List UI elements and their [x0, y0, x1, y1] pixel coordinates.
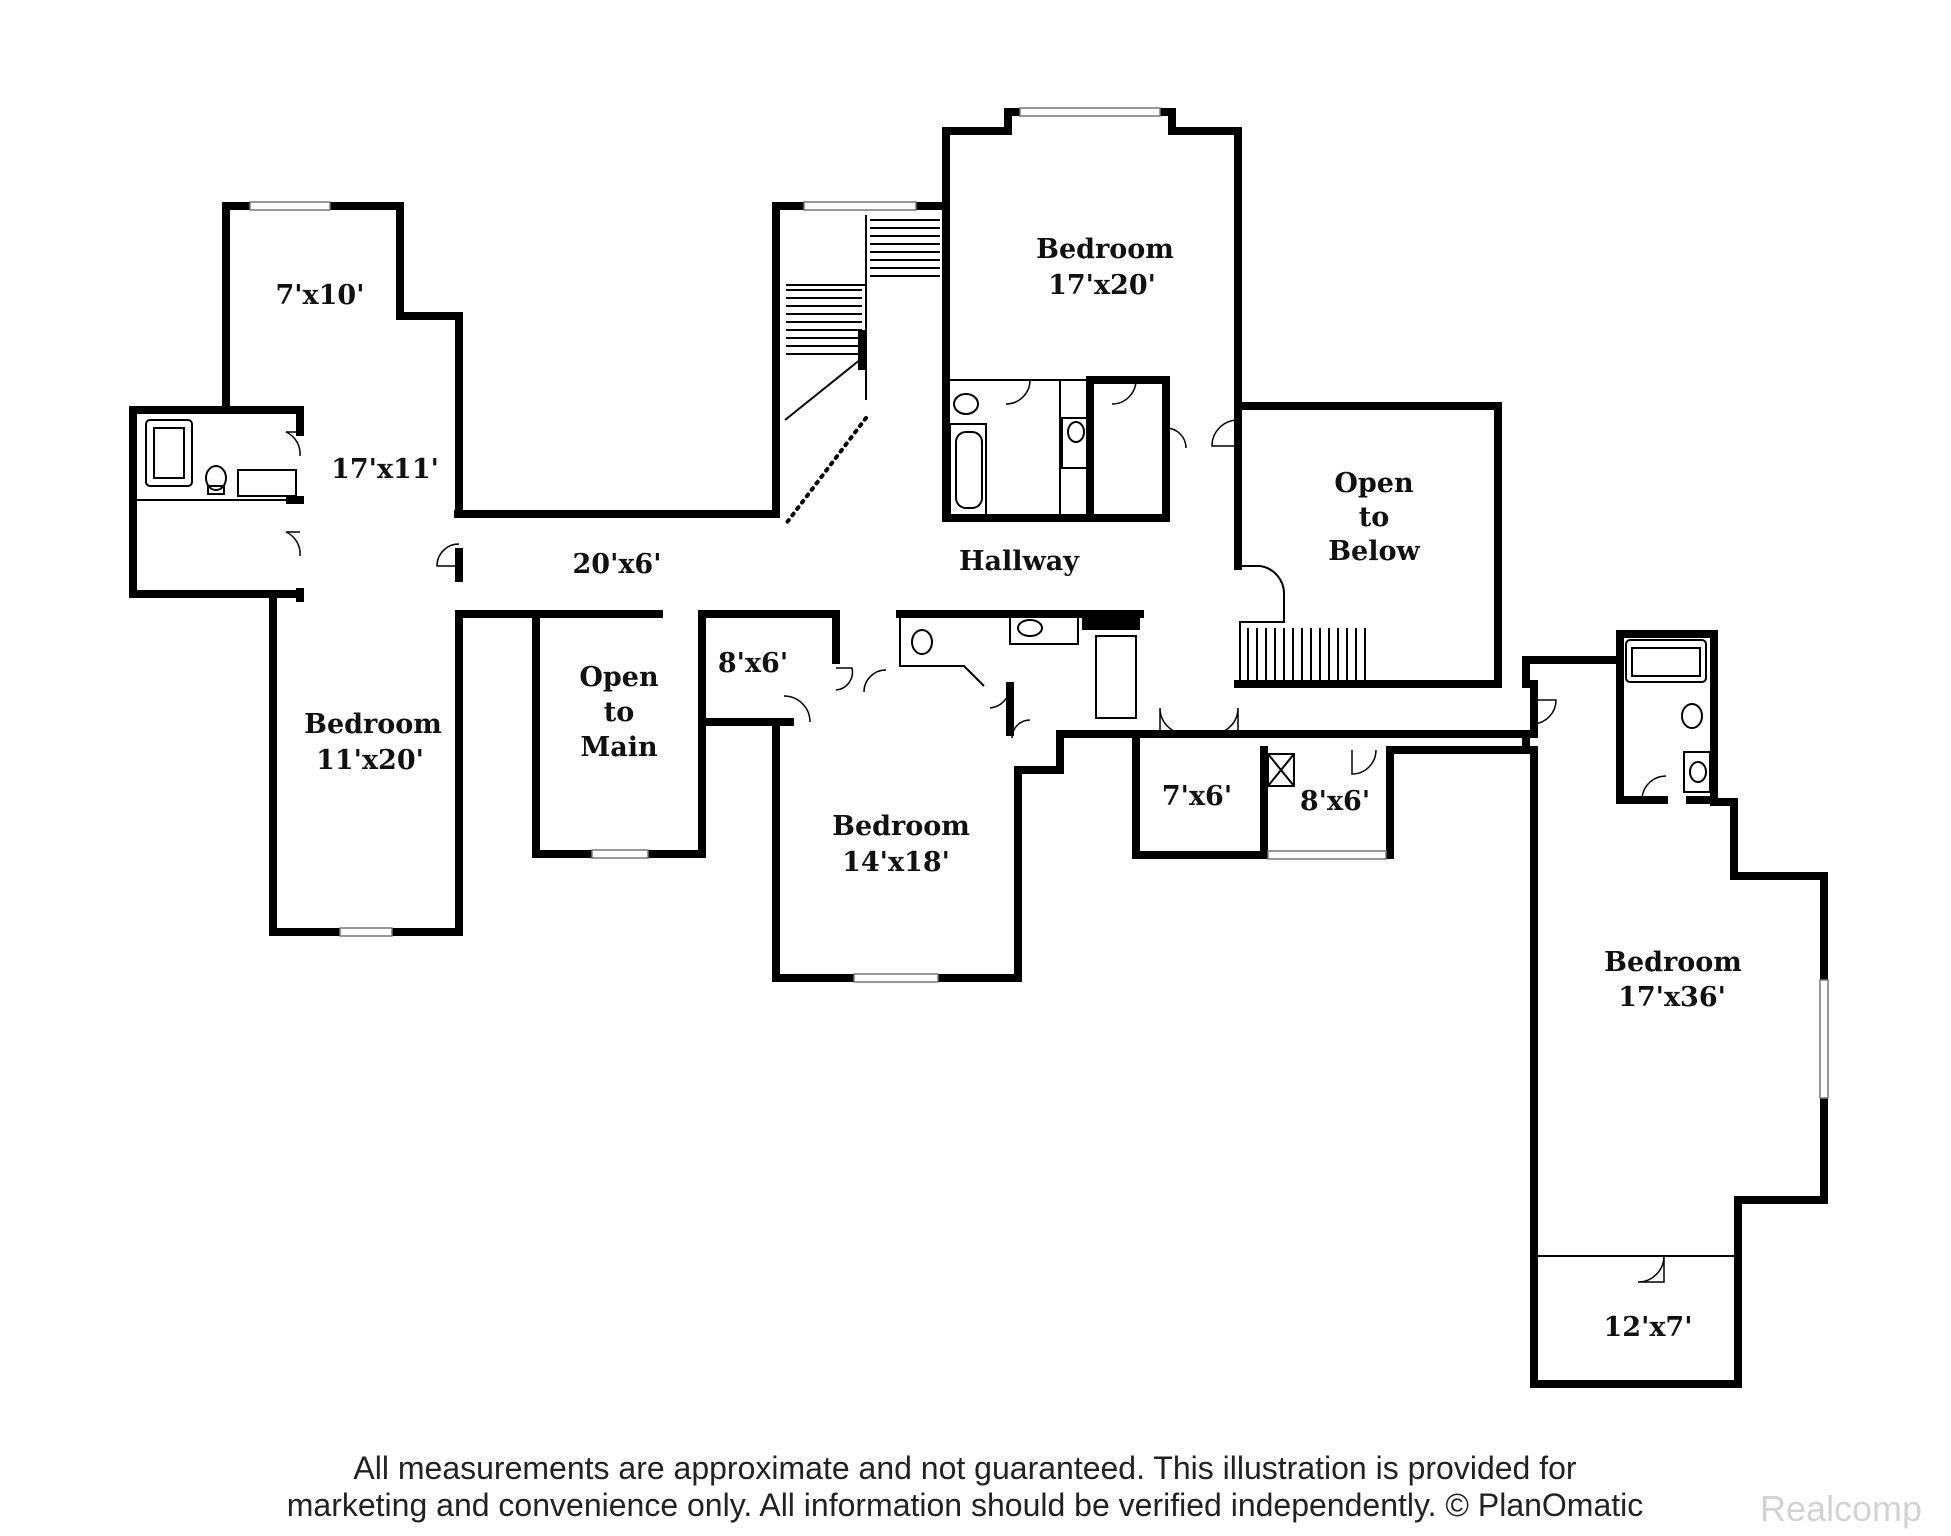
bedroom-center-dims: 14'x18' — [842, 847, 950, 878]
open-to-below-line1: Open — [1334, 468, 1414, 499]
room-labels: 7'x10' 17'x11' Bedroom 11'x20' 20'x6' Op… — [276, 234, 1742, 1343]
disclaimer-line2: marketing and convenience only. All info… — [286, 1487, 1644, 1523]
west-wing — [129, 201, 463, 937]
south-closets — [1132, 707, 1530, 860]
disclaimer-line1: All measurements are approximate and not… — [353, 1450, 1577, 1486]
bedroom-east-dims: 17'x36' — [1618, 982, 1726, 1013]
open-to-main-line3: Main — [580, 732, 658, 763]
closet-8x6-west-dims: 8'x6' — [718, 648, 788, 679]
hallway-name: Hallway — [959, 546, 1080, 577]
open-to-below-line3: Below — [1328, 536, 1420, 567]
disclaimer: All measurements are approximate and not… — [150, 1450, 1780, 1524]
open-to-below-line2: to — [1359, 502, 1389, 533]
central-core — [455, 127, 1144, 983]
room-17x11-dims: 17'x11' — [331, 454, 439, 485]
bedroom-east-name: Bedroom — [1604, 947, 1742, 978]
hallway-west-dims: 20'x6' — [573, 549, 662, 580]
watermark: Realcomp — [1760, 1488, 1923, 1529]
east-bedroom — [1522, 630, 1829, 1388]
open-to-main-line1: Open — [579, 662, 659, 693]
bedroom-center-name: Bedroom — [832, 811, 970, 842]
bedroom-nw-dims: 11'x20' — [316, 745, 424, 776]
room-12x7-dims: 12'x7' — [1604, 1312, 1693, 1343]
north-bedroom — [942, 107, 1242, 522]
bedroom-north-dims: 17'x20' — [1048, 270, 1156, 301]
bedroom-nw-name: Bedroom — [304, 709, 442, 740]
closet-nw-dims: 7'x10' — [276, 280, 365, 311]
closet-8x6-east-dims: 8'x6' — [1300, 786, 1370, 817]
open-to-main-line2: to — [604, 697, 634, 728]
staircase — [783, 215, 940, 527]
open-to-below-area — [1234, 402, 1502, 688]
bedroom-north-name: Bedroom — [1036, 234, 1174, 265]
closet-7x6-dims: 7'x6' — [1162, 781, 1232, 812]
